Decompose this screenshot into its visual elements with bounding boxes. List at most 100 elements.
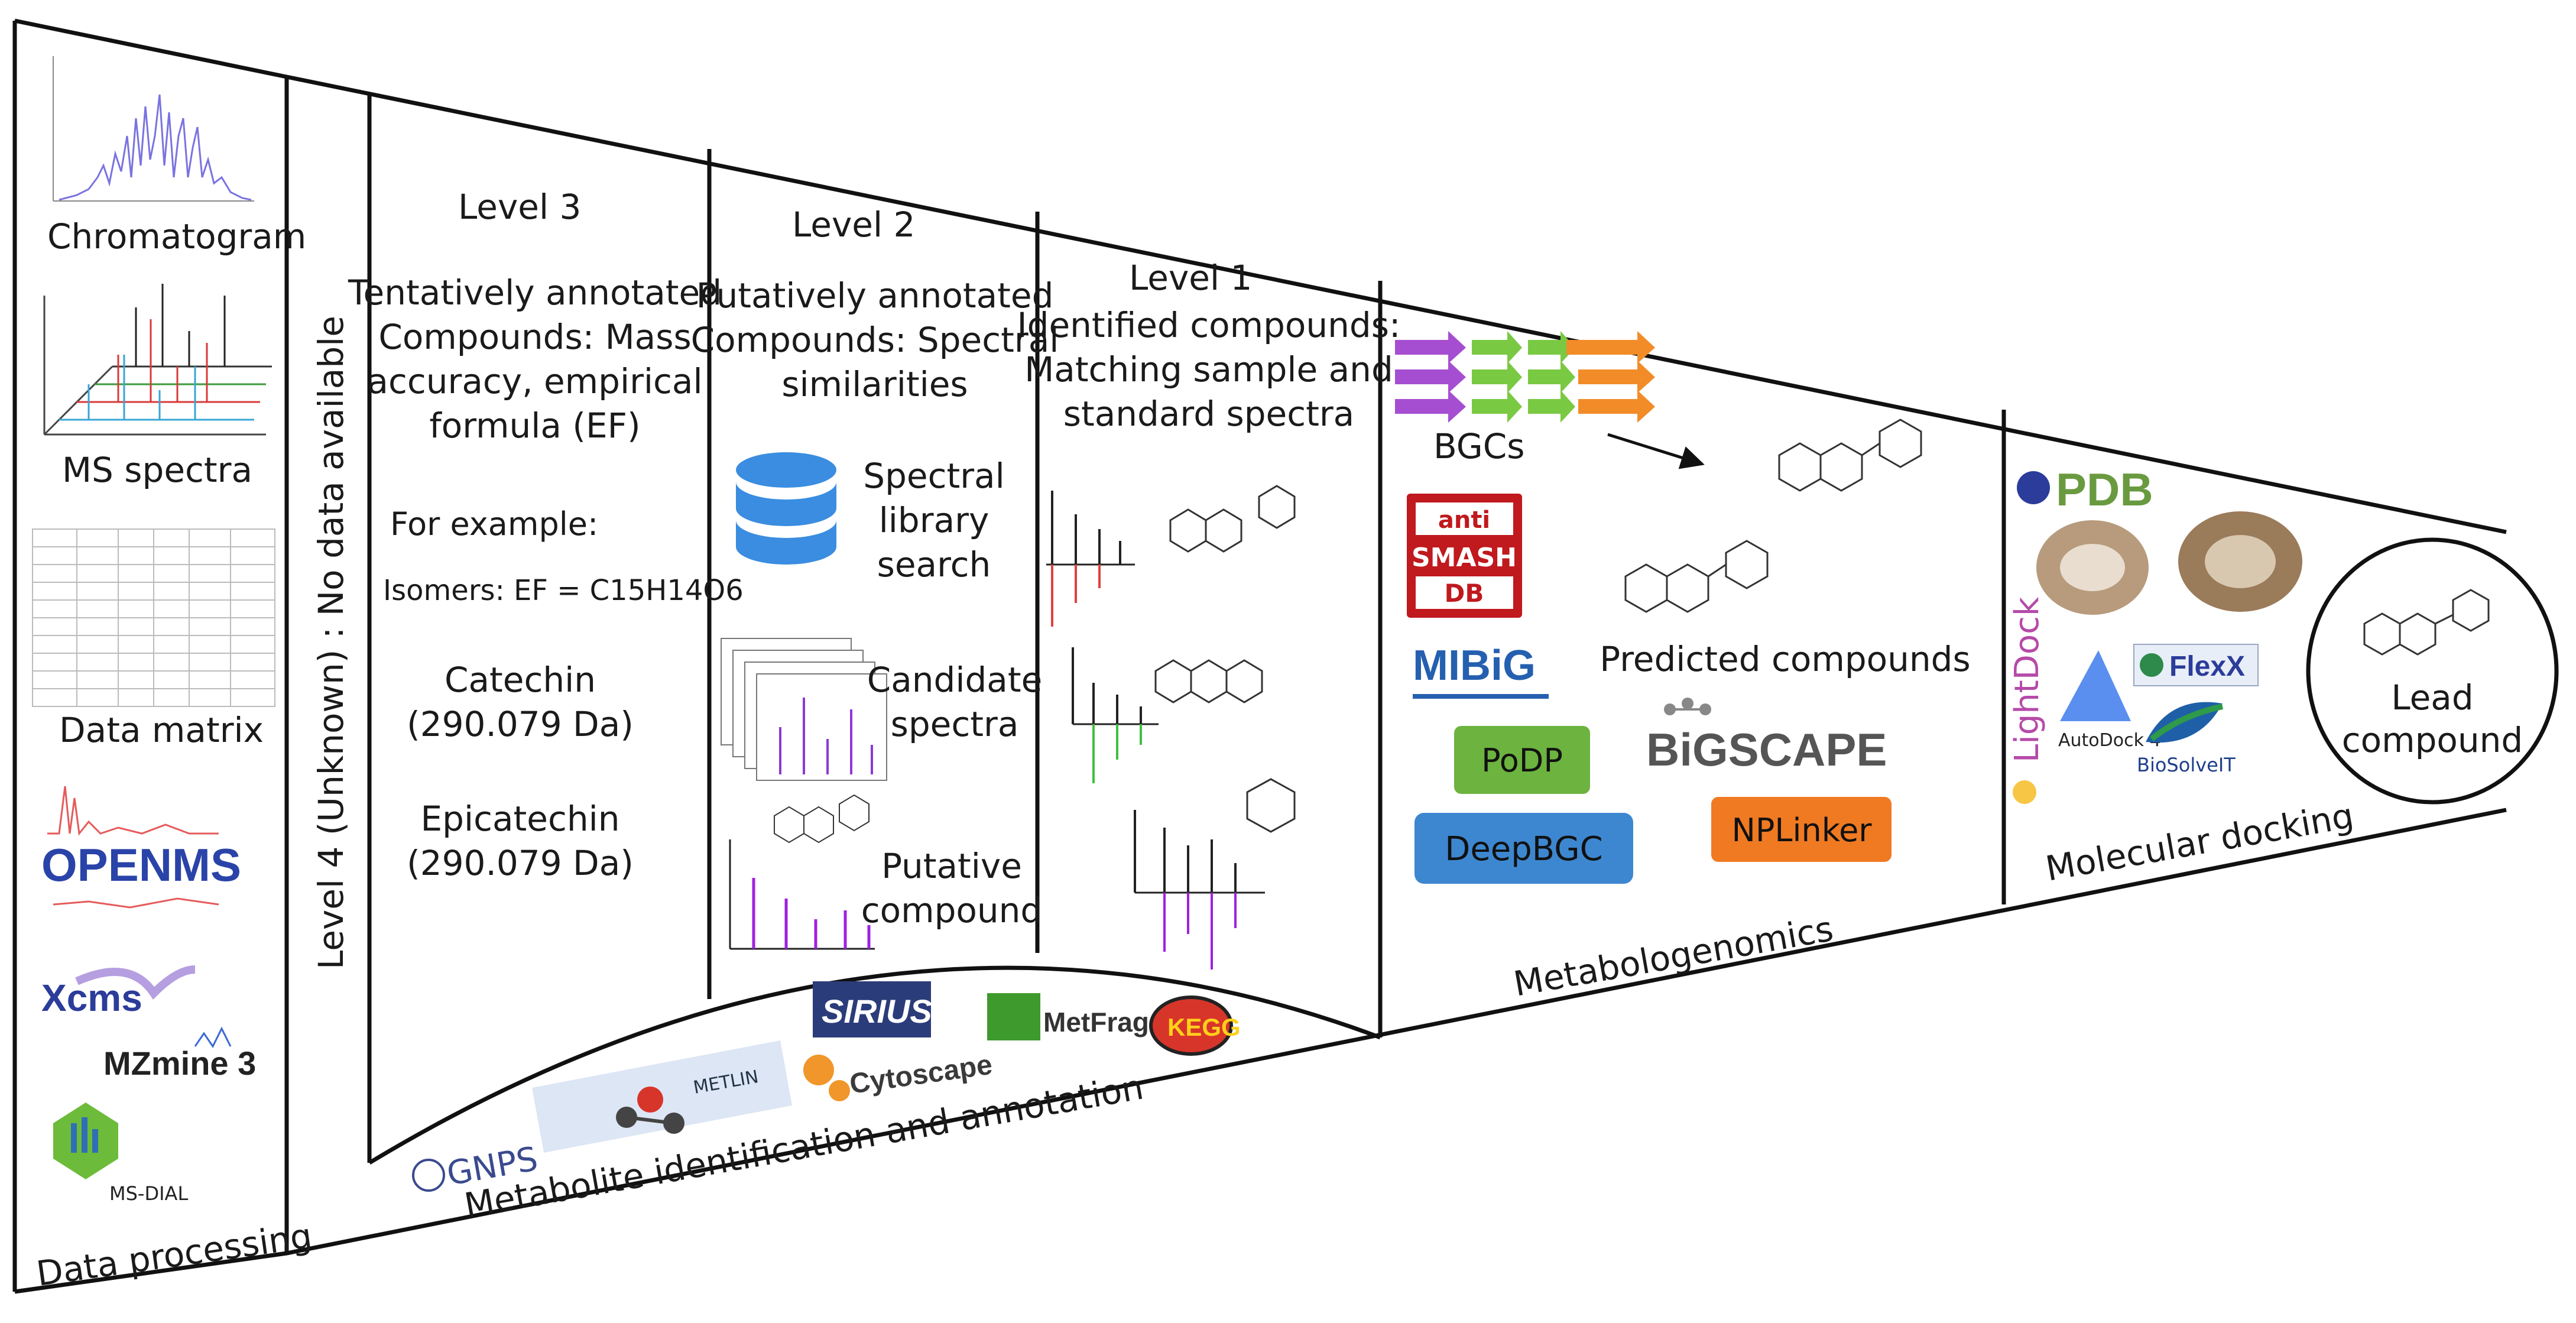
antismash-anti-text: anti [1438, 507, 1490, 534]
database-icon [736, 452, 836, 565]
bgcs-label: BGCs [1433, 426, 1524, 466]
lightdock-logo: LightDock [2008, 596, 2046, 804]
epicatechin-name: Epicatechin [421, 799, 620, 839]
level3-desc-line3: accuracy, empirical [367, 361, 702, 401]
nplinker-badge: NPLinker [1711, 797, 1892, 862]
molecular-docking-column: PDB LightDock AutoDock 4 FlexX BioSolveI… [2008, 463, 2523, 889]
lightdock-text: LightDock [2008, 596, 2046, 763]
level3-isomers: Isomers: EF = C15H14O6 [383, 574, 744, 607]
molecular-docking-footer: Molecular docking [2043, 795, 2357, 889]
mirror-spectrum-green [1072, 647, 1159, 783]
level2-column: Level 2 Putatively annotated Compounds: … [691, 205, 1059, 950]
chromatogram-plot [53, 56, 254, 202]
biosolveit-text: BioSolveIT [2137, 754, 2236, 776]
podp-text: PoDP [1481, 742, 1563, 779]
putative-compound-line1: Putative [881, 846, 1022, 886]
putative-compound-line2: compound [861, 890, 1043, 930]
mibig-logo-text: MIBiG [1413, 642, 1536, 689]
metfrag-logo-text: MetFrag [1043, 1007, 1149, 1037]
putative-compound-spectrum [729, 839, 875, 950]
lead-compound-line1: Lead [2391, 677, 2473, 718]
level2-desc-line2: Compounds: Spectral [691, 320, 1059, 360]
antismash-db-logo: anti SMASH DB [1407, 494, 1522, 618]
funnel-outline [12, 18, 2559, 1294]
metabologenomics-column: BGCs Predicted compounds anti SMASH DB M… [1395, 331, 1971, 1004]
nplinker-text: NPLinker [1731, 812, 1872, 849]
candidate-spectra-line2: spectra [891, 704, 1019, 744]
xcms-logo: Xcms [41, 965, 196, 1019]
autodock-logo: AutoDock 4 [2058, 650, 2161, 751]
chromatogram-label: Chromatogram [47, 216, 306, 257]
deepbgc-text: DeepBGC [1445, 830, 1603, 868]
level3-desc-line2: Compounds: Mass [378, 317, 691, 357]
lead-molecule [2363, 589, 2490, 656]
biosolveit-logo: BioSolveIT [2137, 702, 2236, 776]
spectral-library-line1: Spectral [863, 456, 1004, 496]
cytoscape-logo: Cytoscape [803, 1049, 994, 1101]
level4-label: Level 4 (Unknown) : No data available [311, 316, 351, 969]
level2-title: Level 2 [792, 205, 915, 245]
sirius-logo-text: SIRIUS [822, 993, 932, 1030]
antismash-db-text: DB [1445, 579, 1484, 608]
ms-spectra-plot [43, 284, 272, 436]
spectral-library-line3: search [877, 544, 991, 585]
flexx-text: FlexX [2169, 651, 2245, 682]
predicted-compounds-label: Predicted compounds [1600, 639, 1970, 679]
putative-molecule-icon [774, 794, 870, 844]
bigscape-text: BiGSCAPE [1646, 724, 1887, 776]
ms-spectra-label: MS spectra [62, 450, 252, 490]
catechin-mass: (290.079 Da) [407, 704, 634, 744]
predicted-molecules [1624, 419, 1922, 613]
data-processing-column: Chromatogram MS spectra Data matrix [32, 56, 314, 1294]
bgc-gene-arrows [1395, 331, 1655, 423]
metfrag-logo: MetFrag [987, 993, 1149, 1040]
data-processing-footer: Data processing [34, 1215, 314, 1294]
annotation-tools: GNPS METLIN SIRIUS Cytoscape MetFrag KEG… [412, 981, 1241, 1226]
level3-column: Level 3 Tentatively annotated Compounds:… [348, 187, 744, 883]
pdb-logo-text: PDB [2056, 463, 2153, 515]
msdial-logo-text: MS-DIAL [109, 1182, 188, 1205]
candidate-spectra-line1: Candidate [867, 660, 1043, 700]
autodock-text: AutoDock 4 [2058, 730, 2161, 751]
pdb-logo: PDB [2017, 463, 2153, 515]
kegg-logo-text: KEGG [1167, 1013, 1241, 1041]
level2-desc-line1: Putatively annotated [696, 275, 1054, 316]
spectral-library-line2: library [879, 500, 989, 540]
mirror-spectrum-red [1046, 491, 1135, 627]
level1-molecules [1154, 485, 1296, 833]
bigscape-logo: BiGSCAPE [1646, 698, 1887, 776]
level3-example-label: For example: [390, 505, 598, 543]
openms-logo-text: OPENMS [41, 839, 241, 891]
level3-desc-line4: formula (EF) [429, 406, 640, 446]
candidate-spectra-stack [721, 638, 887, 781]
level1-desc-line1: Identified compounds: [1017, 305, 1401, 345]
metlin-logo: METLIN [532, 1040, 792, 1153]
catechin-name: Catechin [445, 660, 596, 700]
openms-logo: OPENMS [41, 786, 241, 909]
epicatechin-mass: (290.079 Da) [407, 843, 634, 883]
level1-title: Level 1 [1129, 258, 1252, 298]
protein-pocket-images [2036, 511, 2302, 615]
flexx-logo: FlexX [2133, 644, 2259, 686]
msdial-logo: MS-DIAL [53, 1102, 188, 1205]
level1-column: Level 1 Identified compounds: Matching s… [1017, 258, 1401, 969]
kegg-logo: KEGG [1149, 996, 1241, 1056]
level3-desc-line1: Tentatively annotated [348, 273, 722, 313]
deepbgc-badge: DeepBGC [1414, 813, 1633, 884]
level1-desc-line2: Matching sample and [1024, 349, 1393, 390]
mzmine-logo: MZmine 3 [103, 1026, 256, 1082]
cytoscape-logo-text: Cytoscape [848, 1049, 994, 1100]
lead-compound-line2: compound [2342, 720, 2523, 760]
mzmine-logo-text: MZmine 3 [103, 1045, 256, 1082]
data-matrix-table [32, 528, 275, 707]
level1-desc-line3: standard spectra [1063, 394, 1354, 434]
metabologenomics-footer: Metabologenomics [1511, 909, 1837, 1004]
sirius-logo: SIRIUS [813, 981, 932, 1037]
mibig-logo: MIBiG [1413, 642, 1549, 699]
xcms-logo-text: Xcms [41, 977, 142, 1019]
level2-desc-line3: similarities [781, 364, 968, 404]
data-matrix-label: Data matrix [59, 710, 264, 750]
antismash-smash-text: SMASH [1412, 543, 1517, 573]
